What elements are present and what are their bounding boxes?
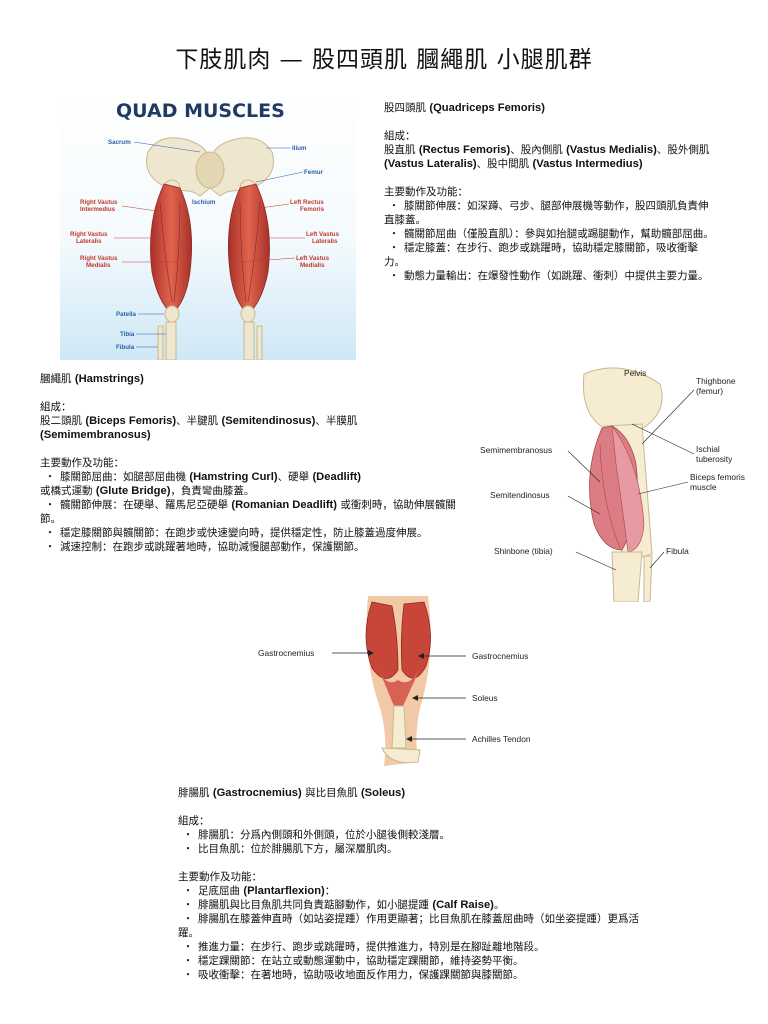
label-left-vl: Lateralis bbox=[312, 238, 338, 245]
label-shinbone: Shinbone (tibia) bbox=[494, 546, 553, 556]
quads-composition: 股直肌 (Rectus Femoris)、股內側肌 (Vastus Medial… bbox=[384, 144, 710, 170]
hams-composition: 股二頭肌 (Biceps Femoris)、半腱肌 (Semitendinosu… bbox=[40, 415, 358, 441]
page-title: 下肢肌肉 — 股四頭肌 膕繩肌 小腿肌群 bbox=[175, 47, 593, 73]
hams-section: 膕繩肌 (Hamstrings) 組成： 股二頭肌 (Biceps Femori… bbox=[40, 372, 464, 554]
list-item: ・髖關節屈曲（僅股直肌）：參與如抬腿或踢腿動作，幫助髖部屈曲。 bbox=[388, 228, 714, 240]
label-right-vm: Medialis bbox=[86, 262, 111, 269]
achilles-tendon bbox=[391, 705, 407, 749]
calf-functions-list: ・足底屈曲 (Plantarflexion)： ・腓腸肌與比目魚肌共同負責踮腳動… bbox=[178, 884, 648, 982]
label-fibula: Fibula bbox=[666, 546, 689, 556]
list-item: ・比目魚肌：位於腓腸肌下方，屬深層肌肉。 bbox=[182, 843, 398, 855]
label-thighbone: Thighbone bbox=[696, 376, 736, 386]
list-item: ・穩定膝蓋：在步行、跑步或跳躍時，協助穩定膝關節，吸收衝擊力。 bbox=[384, 242, 698, 268]
label-gastrocnemius-left: Gastrocnemius bbox=[258, 648, 314, 658]
list-item: ・穩定膝關節與髖關節：在跑步或快速變向時，提供穩定性，防止膝蓋過度伸展。 bbox=[44, 527, 428, 539]
label-ilium: Ilium bbox=[292, 145, 307, 152]
label-right-vi: Intermedius bbox=[80, 206, 116, 213]
tibia-shape bbox=[165, 321, 177, 360]
svg-text:Left Rectus: Left Rectus bbox=[290, 199, 324, 206]
gastrocnemius-muscle bbox=[365, 601, 399, 679]
hams-composition-label: 組成： bbox=[40, 401, 72, 413]
label-tuberosity: tuberosity bbox=[696, 454, 733, 464]
list-item: ・穩定踝關節：在站立或動態運動中，協助穩定踝關節，維持姿勢平衡。 bbox=[182, 955, 524, 967]
list-item: ・腓腸肌：分爲內側頭和外側頭，位於小腿後側較淺層。 bbox=[182, 829, 450, 841]
quads-functions-label: 主要動作及功能： bbox=[384, 186, 468, 198]
list-item: ・膝關節伸展：如深蹲、弓步、腿部伸展機等動作，股四頭肌負責伸直膝蓋。 bbox=[384, 200, 709, 226]
list-item: ・動態力量輸出：在爆發性動作（如跳躍、衝刺）中提供主要力量。 bbox=[388, 270, 709, 282]
hams-functions-list: ・膝關節屈曲：如腿部屈曲機 (Hamstring Curl)、硬舉 (Deadl… bbox=[40, 470, 464, 554]
calf-heading: 腓腸肌 (Gastrocnemius) 與比目魚肌 (Soleus) bbox=[178, 787, 406, 799]
label-femur: Femur bbox=[304, 169, 324, 176]
label-gastrocnemius-right: Gastrocnemius bbox=[472, 651, 528, 661]
svg-text:Right Vastus: Right Vastus bbox=[80, 255, 118, 262]
label-femur: (femur) bbox=[696, 386, 723, 396]
list-item: ・髖關節伸展：在硬舉、羅馬尼亞硬舉 (Romanian Deadlift) 或衝… bbox=[40, 499, 456, 525]
svg-text:Right Vastus: Right Vastus bbox=[80, 199, 118, 206]
hamstrings-figure: Pelvis Thighbone (femur) Semimembranosus… bbox=[472, 354, 762, 602]
calf-functions-label: 主要動作及功能： bbox=[178, 871, 262, 883]
label-left-vm: Medialis bbox=[300, 262, 325, 269]
quad-figure-title: QUAD MUSCLES bbox=[116, 100, 285, 122]
calf-figure: Gastrocnemius Gastrocnemius Soleus Achil… bbox=[240, 596, 570, 772]
calf-composition-list: ・腓腸肌：分爲內側頭和外側頭，位於小腿後側較淺層。 ・比目魚肌：位於腓腸肌下方，… bbox=[178, 828, 648, 856]
label-sacrum: Sacrum bbox=[108, 139, 131, 146]
pelvis-shape bbox=[582, 367, 663, 433]
label-patella: Patella bbox=[116, 311, 137, 318]
patella-shape bbox=[164, 305, 180, 323]
quads-functions-list: ・膝關節伸展：如深蹲、弓步、腿部伸展機等動作，股四頭肌負責伸直膝蓋。 ・髖關節屈… bbox=[384, 199, 718, 283]
svg-text:Right Vastus: Right Vastus bbox=[70, 231, 108, 238]
label-fibula: Fibula bbox=[116, 344, 135, 351]
label-soleus: Soleus bbox=[472, 693, 498, 703]
label-semitendinosus: Semitendinosus bbox=[490, 490, 550, 500]
label-ischium: Ischium bbox=[192, 199, 216, 206]
label-ischial: Ischial bbox=[696, 444, 720, 454]
label-right-vl: Lateralis bbox=[76, 238, 102, 245]
label-left-rf: Femoris bbox=[300, 206, 325, 213]
svg-text:Left Vastus: Left Vastus bbox=[306, 231, 340, 238]
label-semimembranosus: Semimembranosus bbox=[480, 445, 552, 455]
quads-heading: 股四頭肌 (Quadriceps Femoris) bbox=[384, 102, 545, 114]
quads-composition-label: 組成： bbox=[384, 130, 416, 142]
list-item: ・推進力量：在步行、跑步或跳躍時，提供推進力，特別是在腳趾離地階段。 bbox=[182, 941, 545, 953]
label-biceps-femoris: Biceps femoris bbox=[690, 472, 745, 482]
list-item: ・膝關節屈曲：如腿部屈曲機 (Hamstring Curl)、硬舉 (Deadl… bbox=[40, 471, 361, 497]
calf-section: 腓腸肌 (Gastrocnemius) 與比目魚肌 (Soleus) 組成： ・… bbox=[178, 786, 648, 982]
hams-functions-label: 主要動作及功能： bbox=[40, 457, 124, 469]
list-item: ・腓腸肌與比目魚肌共同負責踮腳動作，如小腿提踵 (Calf Raise)。 bbox=[182, 899, 505, 911]
label-achilles: Achilles Tendon bbox=[472, 734, 531, 744]
soleus-muscle bbox=[378, 668, 420, 716]
label-tibia: Tibia bbox=[120, 331, 135, 338]
quad-muscles-figure: QUAD MUSCLES Sacrum Ilium Femur Ischium … bbox=[60, 92, 356, 360]
list-item: ・減速控制：在跑步或跳躍著地時，協助減慢腿部動作，保護關節。 bbox=[44, 541, 365, 553]
list-item: ・腓腸肌在膝蓋伸直時（如站姿提踵）作用更顯著；比目魚肌在膝蓋屈曲時（如坐姿提踵）… bbox=[178, 913, 639, 939]
quads-section: 股四頭肌 (Quadriceps Femoris) 組成： 股直肌 (Rectu… bbox=[384, 101, 718, 283]
list-item: ・足底屈曲 (Plantarflexion)： bbox=[182, 885, 336, 897]
label-pelvis: Pelvis bbox=[624, 368, 646, 378]
calf-composition-label: 組成： bbox=[178, 815, 210, 827]
svg-text:Left Vastus: Left Vastus bbox=[296, 255, 330, 262]
list-item: ・吸收衝擊：在著地時，協助吸收地面反作用力，保護踝關節與膝關節。 bbox=[182, 969, 524, 981]
hams-heading: 膕繩肌 (Hamstrings) bbox=[40, 373, 144, 385]
tibia-shape bbox=[611, 551, 643, 602]
label-biceps-muscle: muscle bbox=[690, 482, 717, 492]
